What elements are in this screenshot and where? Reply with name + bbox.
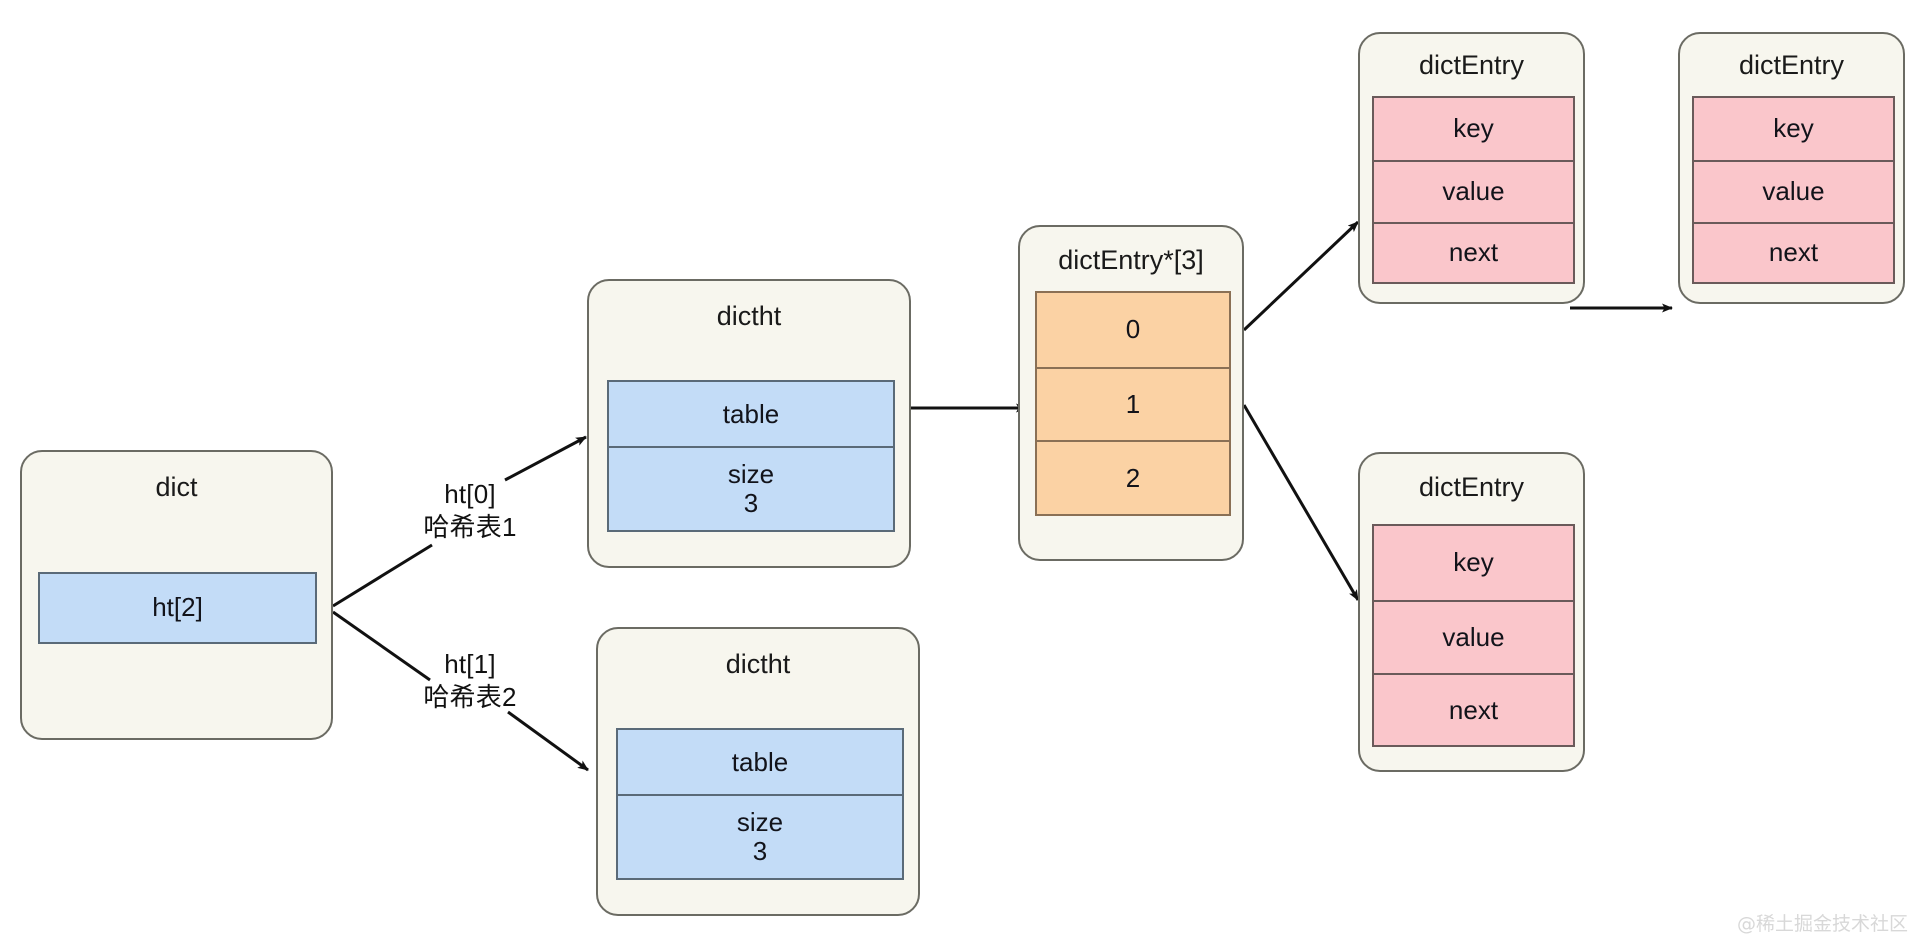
field-key[interactable]: key (1374, 98, 1573, 160)
node-dictht-bottom[interactable]: dictht table size 3 (596, 627, 920, 916)
node-bucket-array-fields: 0 1 2 (1035, 291, 1231, 516)
field-table[interactable]: table (609, 382, 893, 447)
bucket-slot-0[interactable]: 0 (1037, 293, 1229, 367)
field-table[interactable]: table (618, 730, 902, 795)
field-key[interactable]: key (1694, 98, 1893, 160)
field-value[interactable]: value (1694, 160, 1893, 222)
node-dictentry-2-title: dictEntry (1738, 50, 1845, 80)
node-dictht-bottom-title: dictht (725, 649, 791, 679)
field-key[interactable]: key (1374, 526, 1573, 600)
node-dictentry-1[interactable]: dictEntry key value next (1358, 32, 1585, 304)
edge-label-ht1: ht[1] 哈希表2 (423, 649, 517, 713)
node-dictentry-3-title: dictEntry (1418, 472, 1525, 502)
node-bucket-array-title: dictEntry*[3] (1058, 245, 1204, 275)
field-next[interactable]: next (1694, 222, 1893, 282)
edge-dict-to-dictht-top (332, 543, 433, 608)
node-dict-fields: ht[2] (38, 572, 317, 644)
bucket-slot-2[interactable]: 2 (1037, 440, 1229, 514)
field-size[interactable]: size 3 (609, 446, 893, 530)
field-size[interactable]: size 3 (618, 794, 902, 878)
node-dictht-top[interactable]: dictht table size 3 (587, 279, 911, 568)
watermark: @稀土掘金技术社区 (1737, 913, 1909, 935)
node-dict-title: dict (155, 472, 198, 502)
edge-dict-to-dictht-top-arrow (504, 435, 587, 482)
node-dictentry-1-fields: key value next (1372, 96, 1575, 284)
node-dictht-top-title: dictht (716, 301, 782, 331)
node-dict[interactable]: dict ht[2] (20, 450, 333, 740)
edge-dict-to-dictht-bottom-arrow (507, 710, 589, 772)
edge-bucket1-to-entry3 (1242, 404, 1360, 601)
node-dictentry-2-fields: key value next (1692, 96, 1895, 284)
field-value[interactable]: value (1374, 160, 1573, 222)
field-ht2[interactable]: ht[2] (40, 574, 315, 642)
edge-label-ht0: ht[0] 哈希表1 (423, 479, 517, 543)
field-next[interactable]: next (1374, 222, 1573, 282)
field-value[interactable]: value (1374, 599, 1573, 674)
node-dictht-top-fields: table size 3 (607, 380, 895, 532)
node-dictentry-3-fields: key value next (1372, 524, 1575, 747)
node-dictentry-2[interactable]: dictEntry key value next (1678, 32, 1905, 304)
node-dictentry-3[interactable]: dictEntry key value next (1358, 452, 1585, 772)
bucket-slot-1[interactable]: 1 (1037, 366, 1229, 441)
field-next[interactable]: next (1374, 673, 1573, 745)
node-bucket-array[interactable]: dictEntry*[3] 0 1 2 (1018, 225, 1244, 561)
node-dictht-bottom-fields: table size 3 (616, 728, 904, 880)
node-dictentry-1-title: dictEntry (1418, 50, 1525, 80)
edge-bucket0-to-entry1 (1242, 220, 1360, 332)
